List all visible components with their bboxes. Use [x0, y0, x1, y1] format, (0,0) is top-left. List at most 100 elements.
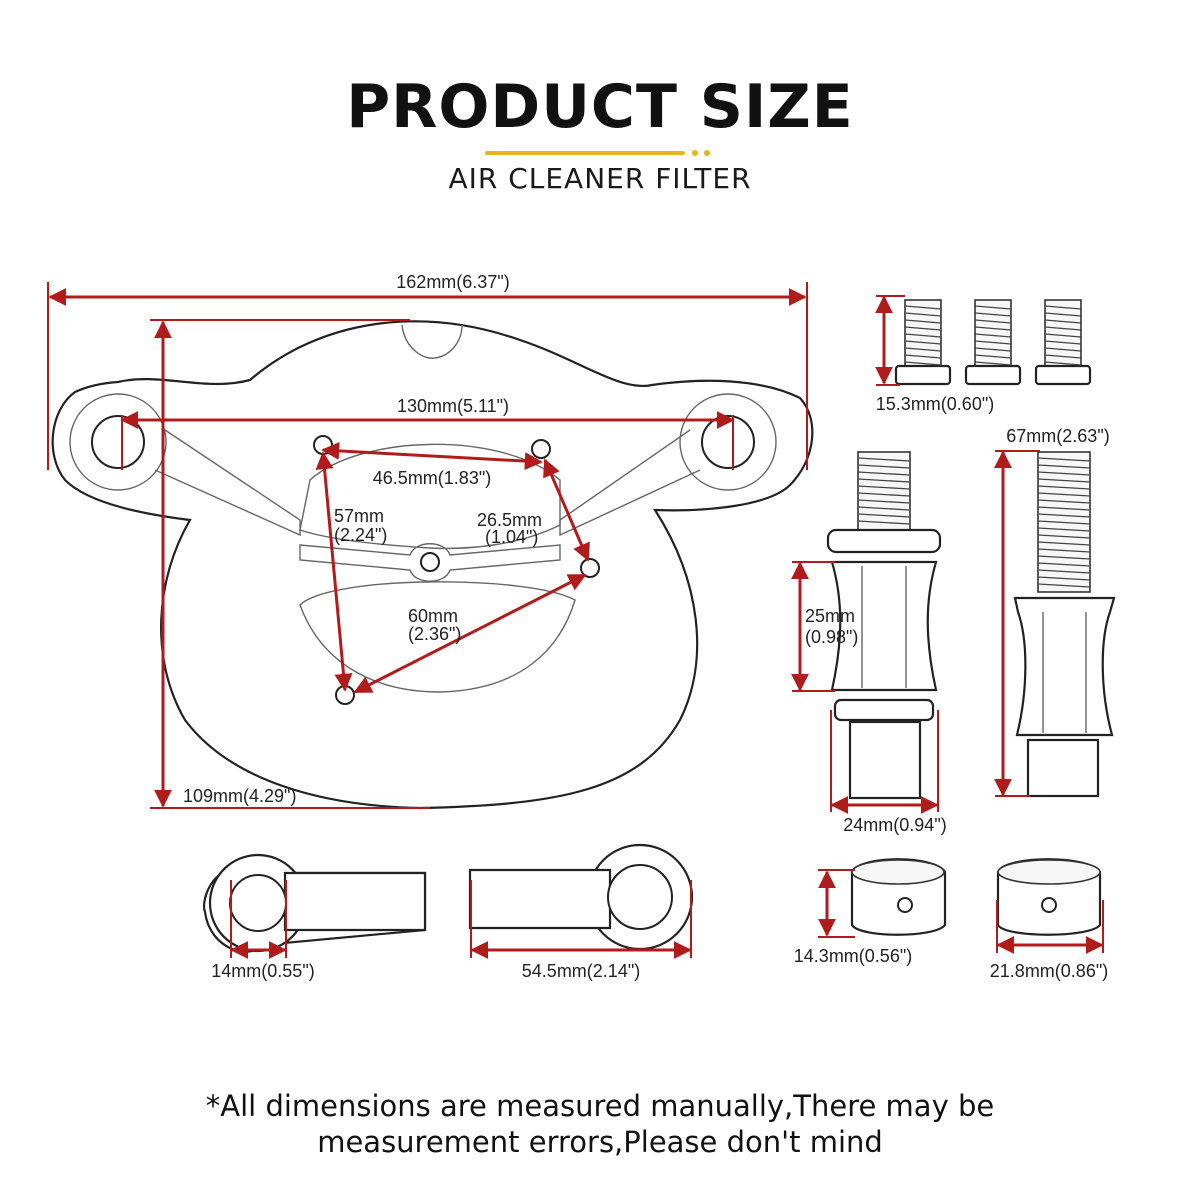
backing-plate	[51, 320, 814, 810]
long-bolt-threads	[857, 457, 1091, 588]
thread-line	[857, 485, 911, 490]
left-spacer-body	[830, 560, 938, 692]
cap-right-screw	[1041, 897, 1057, 913]
thread-line	[1044, 340, 1082, 345]
thread-line	[857, 471, 911, 476]
thread-line	[904, 333, 942, 338]
page-title: PRODUCT SIZE	[346, 72, 854, 142]
thread-line	[904, 319, 942, 324]
thread-line	[904, 326, 942, 331]
thread-line	[974, 354, 1012, 359]
thread-line	[857, 506, 911, 511]
disclaimer-line-2: measurement errors,Please don't mind	[317, 1125, 883, 1159]
left-diagonal-dim	[315, 451, 353, 692]
right-hole	[580, 558, 600, 578]
thread-line	[1037, 569, 1091, 574]
title-accent-underline	[485, 150, 710, 156]
thread-line	[857, 499, 911, 504]
thread-line	[1037, 576, 1091, 581]
measurement-disclaimer: *All dimensions are measured manually,Th…	[0, 1088, 1200, 1160]
thread-line	[904, 312, 942, 317]
long-bolt-label: 67mm(2.63")	[1006, 426, 1109, 446]
thread-line	[1037, 471, 1091, 476]
thread-line	[1037, 583, 1091, 588]
thread-line	[1037, 478, 1091, 483]
left-stud-base	[848, 720, 922, 800]
thread-line	[857, 457, 911, 462]
bracket-left-hole	[229, 874, 287, 932]
top-hole-spacing-dim	[321, 441, 543, 471]
thread-line	[904, 340, 942, 345]
short-bolt-head	[894, 364, 952, 386]
thread-line	[1044, 333, 1082, 338]
bracket-hole-label: 14mm(0.55")	[211, 961, 314, 981]
bracket-right-arm	[468, 868, 612, 930]
thread-line	[1037, 541, 1091, 546]
bracket-right-hole	[607, 864, 673, 930]
cap-left: 14.3mm(0.56")	[794, 858, 947, 966]
short-bolt-threads	[904, 305, 1082, 366]
long-bolt-spacer-left: 25mm (0.98") 24mm(0.94")	[791, 451, 947, 835]
left-mount-hole	[91, 415, 145, 469]
left-diagonal-label-1: 57mm	[334, 506, 384, 526]
thread-line	[857, 513, 911, 518]
thread-line	[974, 361, 1012, 366]
thread-line	[1037, 520, 1091, 525]
thread-line	[974, 347, 1012, 352]
spacer-height-label-1: 25mm	[805, 606, 855, 626]
thread-line	[857, 478, 911, 483]
right-mount-boss	[679, 393, 777, 491]
plate-dimensions: 162mm(6.37") 130mm(5.11") 46.5mm(1.83") …	[47, 272, 808, 809]
thread-line	[974, 312, 1012, 317]
thread-line	[1044, 312, 1082, 317]
thread-line	[1037, 555, 1091, 560]
bracket-left-arm	[283, 871, 427, 932]
left-stud-thread	[857, 451, 911, 533]
accent-bar	[485, 151, 685, 155]
left-diagonal-label-2: (2.24")	[334, 525, 387, 545]
top-right-hole	[531, 439, 551, 459]
thread-line	[904, 354, 942, 359]
cap-height-label: 14.3mm(0.56")	[794, 946, 912, 966]
thread-line	[1037, 492, 1091, 497]
cap-left-screw	[897, 897, 913, 913]
cap-left-top	[851, 859, 945, 885]
thread-line	[857, 464, 911, 469]
right-diagonal-dim	[543, 458, 590, 562]
thread-line	[857, 520, 911, 525]
short-bolt	[1034, 299, 1092, 386]
short-bolt-head	[964, 364, 1022, 386]
thread-line	[974, 326, 1012, 331]
mount-spacing-label: 130mm(5.11")	[397, 396, 509, 416]
right-spacer-body	[1013, 596, 1116, 737]
right-mount-hole	[701, 415, 755, 469]
thread-line	[1037, 562, 1091, 567]
thread-line	[904, 347, 942, 352]
short-bolt-head	[1034, 364, 1092, 386]
top-hole-spacing-label: 46.5mm(1.83")	[373, 468, 491, 488]
long-bolt-spacer-right: 67mm(2.63")	[994, 426, 1116, 798]
thread-line	[1044, 305, 1082, 310]
accent-dot	[692, 150, 698, 156]
lower-diagonal-label-1: 60mm	[408, 606, 458, 626]
thread-line	[974, 319, 1012, 324]
disclaimer-line-1: *All dimensions are measured manually,Th…	[205, 1089, 995, 1123]
bracket-length-label: 54.5mm(2.14")	[522, 961, 640, 981]
thread-line	[904, 305, 942, 310]
thread-line	[857, 492, 911, 497]
cap-right-top	[997, 859, 1101, 885]
thread-line	[904, 361, 942, 366]
cap-width-label: 21.8mm(0.86")	[990, 961, 1108, 981]
bracket-right: 54.5mm(2.14")	[468, 843, 694, 981]
thread-line	[1037, 506, 1091, 511]
thread-line	[1037, 513, 1091, 518]
short-bolts: 15.3mm(0.60")	[875, 295, 1092, 414]
page-subtitle: AIR CLEANER FILTER	[448, 162, 752, 195]
thread-line	[1037, 534, 1091, 539]
backing-plate-top-notch	[401, 324, 463, 359]
thread-line	[1037, 485, 1091, 490]
thread-line	[1044, 354, 1082, 359]
thread-line	[974, 305, 1012, 310]
short-bolt-label: 15.3mm(0.60")	[876, 394, 994, 414]
